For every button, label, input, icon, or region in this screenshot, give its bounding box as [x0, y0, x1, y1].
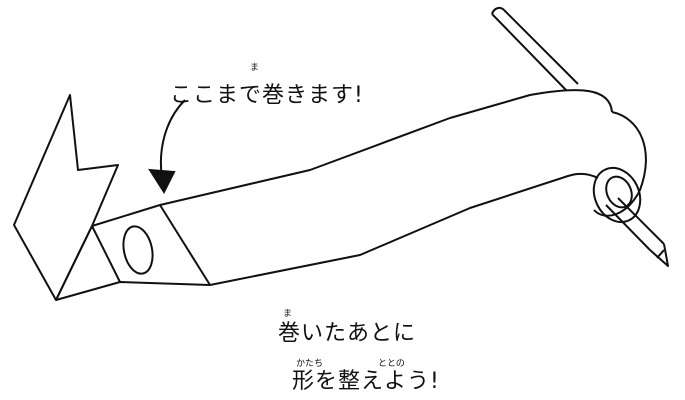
folded-tab — [13, 94, 119, 301]
bottom-line2-ruby-totono: ととの — [378, 358, 405, 369]
bottom-instructions: ま 巻いたあとに かたち ととの 形を整えよう! — [278, 308, 440, 394]
paper-strip — [55, 89, 647, 301]
bottom-line1-text: 巻いたあとに — [278, 321, 416, 346]
top-label-ruby: ま — [250, 62, 259, 73]
bottom-line2-text: 形を整えよう! — [292, 369, 440, 394]
pencil — [491, 6, 669, 267]
bottom-line2-ruby-katachi: かたち — [296, 358, 323, 369]
arrow-icon — [148, 99, 186, 195]
top-label-text: ここまで巻きます! — [170, 83, 364, 108]
top-label: ま ここまで巻きます! — [170, 62, 364, 108]
bottom-line1-ruby: ま — [283, 308, 292, 319]
hole — [122, 225, 154, 275]
